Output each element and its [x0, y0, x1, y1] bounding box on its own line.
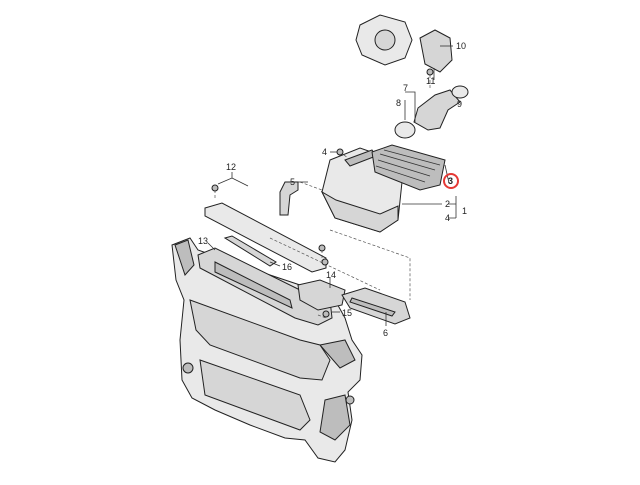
svg-text:1: 1 — [462, 206, 467, 216]
svg-text:2: 2 — [445, 199, 450, 209]
svg-text:11: 11 — [426, 76, 435, 86]
svg-text:8: 8 — [396, 98, 401, 108]
svg-text:10: 10 — [456, 41, 466, 51]
bolt-icon — [336, 148, 344, 156]
air-duct — [297, 279, 346, 311]
hose-clamp — [451, 85, 469, 99]
callout-6[interactable]: 6 — [383, 328, 388, 338]
callout-16[interactable]: 16 — [282, 262, 292, 272]
bolt-icon — [426, 68, 434, 76]
callout-9[interactable]: 9 — [457, 99, 462, 109]
callout-5[interactable]: 5 — [290, 177, 295, 187]
svg-text:13: 13 — [198, 236, 208, 246]
svg-text:16: 16 — [282, 262, 292, 272]
bolt-icon — [322, 310, 330, 318]
bolt-icon — [211, 184, 219, 192]
callout-labels: 1 2 3 4 4 5 6 7 8 9 10 11 12 13 14 15 16 — [198, 41, 467, 338]
intake-connection — [419, 29, 453, 73]
callout-leaders — [207, 45, 457, 326]
seal-strip — [223, 235, 277, 267]
svg-text:14: 14 — [326, 270, 336, 280]
bolts — [211, 68, 434, 318]
svg-text:5: 5 — [290, 177, 295, 187]
filter-element — [371, 144, 446, 191]
hose — [279, 181, 299, 216]
callout-4-lower[interactable]: 4 — [445, 213, 450, 223]
svg-text:9: 9 — [457, 99, 462, 109]
bolt-icon — [321, 258, 329, 266]
callout-15[interactable]: 15 — [342, 308, 352, 318]
svg-text:4: 4 — [445, 213, 450, 223]
callout-10[interactable]: 10 — [456, 41, 466, 51]
callout-8[interactable]: 8 — [396, 98, 401, 108]
callout-12[interactable]: 12 — [226, 162, 236, 172]
svg-text:3: 3 — [448, 176, 453, 186]
callout-4-upper[interactable]: 4 — [322, 147, 327, 157]
air-hose — [394, 89, 461, 139]
air-guide — [197, 247, 333, 326]
callout-7[interactable]: 7 — [403, 83, 408, 93]
throttle-body — [355, 14, 413, 66]
highlight-ring — [443, 173, 459, 189]
callout-11[interactable]: 11 — [426, 76, 435, 86]
svg-text:12: 12 — [226, 162, 236, 172]
callout-3[interactable]: 3 — [448, 176, 453, 186]
svg-text:7: 7 — [403, 83, 408, 93]
callout-14[interactable]: 14 — [326, 270, 336, 280]
callout-1[interactable]: 1 — [462, 206, 467, 216]
svg-text:4: 4 — [322, 147, 327, 157]
svg-text:6: 6 — [383, 328, 388, 338]
callout-13[interactable]: 13 — [198, 236, 208, 246]
svg-text:15: 15 — [342, 308, 352, 318]
cover-panel — [204, 202, 327, 273]
bolt-icon — [318, 244, 326, 252]
intake-duct — [341, 287, 411, 325]
callout-2[interactable]: 2 — [445, 199, 450, 209]
